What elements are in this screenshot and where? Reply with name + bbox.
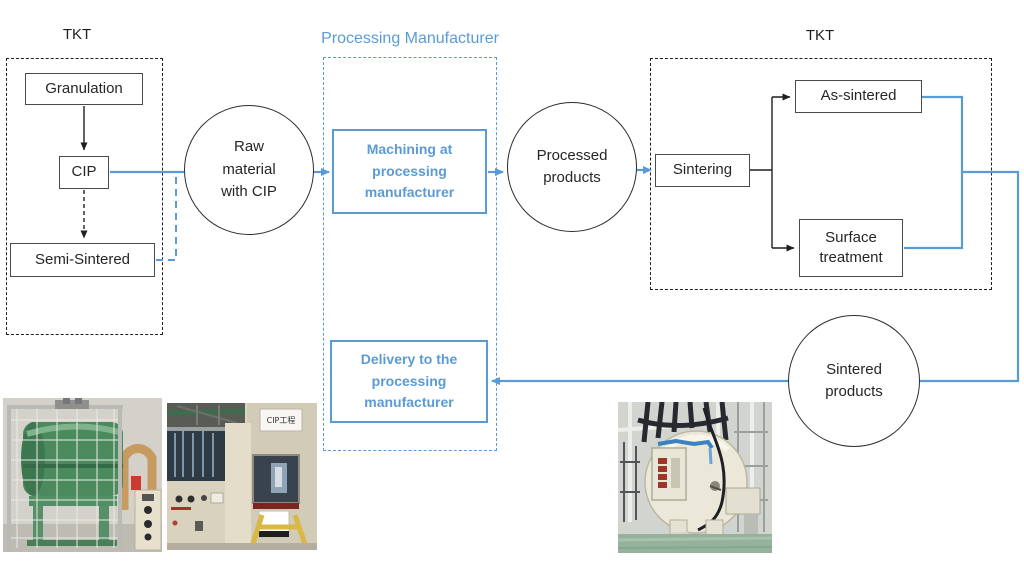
line-semi-sintered-dashed-link: [156, 174, 177, 261]
circle-raw-material-label: Raw material with CIP: [221, 138, 277, 201]
line-sintering-branch: [750, 97, 773, 248]
line-as-sintered-surface-merge: [904, 95, 964, 250]
tkt-right-frame: [650, 58, 992, 290]
node-as-sintered: As-sintered: [795, 80, 922, 113]
circle-processed-products: Processed products: [507, 102, 637, 232]
node-delivery: Delivery to the processing manufacturer: [330, 340, 488, 423]
photo-cip-drum-machine: [3, 398, 162, 552]
photo-sign-text: CIP工程: [267, 416, 296, 425]
tkt-right-title: TKT: [805, 27, 835, 44]
processing-manufacturer-title: Processing Manufacturer: [321, 30, 499, 47]
node-semi-sintered: Semi-Sintered: [10, 243, 155, 277]
node-surface-treatment: Surface treatment: [799, 219, 903, 277]
node-cip: CIP: [59, 156, 109, 189]
processing-manufacturer-frame: [323, 57, 497, 451]
circle-processed-products-label: Processed products: [536, 146, 608, 187]
circle-sintered-products: Sintered products: [788, 315, 920, 447]
arrow-sintered-to-delivery: [491, 170, 1020, 385]
photo-cip-room: CIP工程: [167, 403, 317, 550]
circle-sintered-products-label: Sintered products: [825, 360, 883, 401]
node-sintering: Sintering: [655, 154, 750, 187]
tkt-left-frame: [6, 58, 163, 335]
photo-sintering-furnace: [618, 402, 772, 553]
node-granulation: Granulation: [25, 73, 143, 105]
node-machining: Machining at processing manufacturer: [332, 129, 487, 214]
tkt-left-title: TKT: [62, 26, 92, 43]
circle-raw-material: Raw material with CIP: [184, 105, 314, 235]
